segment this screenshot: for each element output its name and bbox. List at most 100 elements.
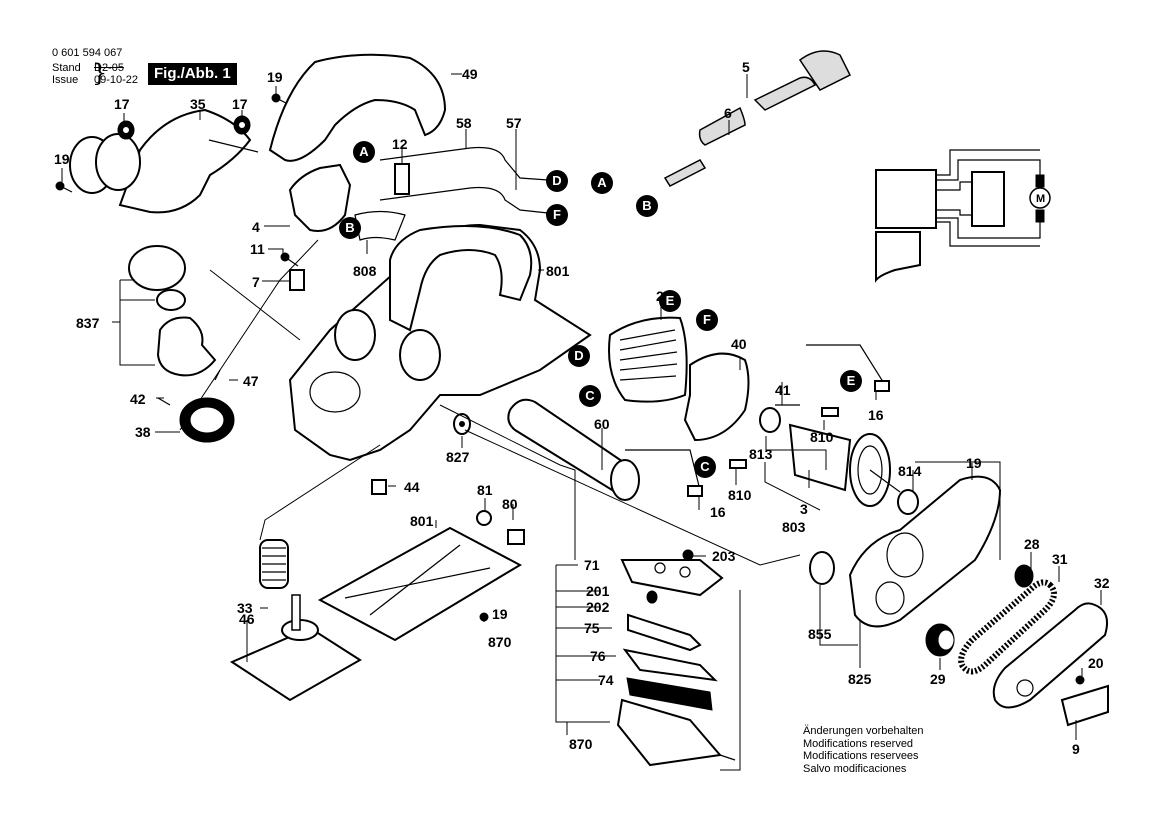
connector-d: D bbox=[546, 170, 568, 192]
brush-holder-16b bbox=[687, 485, 703, 497]
ring-17b bbox=[233, 115, 251, 135]
callout-80: 80 bbox=[502, 496, 518, 512]
callout-20: 20 bbox=[1088, 655, 1104, 671]
cable-58 bbox=[379, 146, 549, 181]
blade-assembly bbox=[616, 549, 736, 767]
callout-12: 12 bbox=[392, 136, 408, 152]
callout-46: 46 bbox=[239, 611, 255, 627]
callout-71: 71 bbox=[584, 557, 600, 573]
callout-44: 44 bbox=[404, 479, 420, 495]
callout-16: 16 bbox=[710, 504, 726, 520]
cable-57 bbox=[379, 186, 549, 214]
scale-ring-38 bbox=[179, 397, 235, 443]
leader-lines bbox=[61, 73, 1102, 771]
callout-4: 4 bbox=[252, 219, 260, 235]
callout-6: 6 bbox=[724, 105, 732, 121]
screw-20 bbox=[1075, 675, 1085, 685]
callout-60: 60 bbox=[594, 416, 610, 432]
bearing-827 bbox=[453, 413, 471, 435]
callout-40: 40 bbox=[731, 336, 747, 352]
callout-38: 38 bbox=[135, 424, 151, 440]
connector-a: A bbox=[353, 141, 375, 163]
callout-74: 74 bbox=[598, 672, 614, 688]
brush-holder-e bbox=[806, 344, 886, 386]
brush-holder-16a bbox=[874, 380, 890, 392]
foot-part-46 bbox=[229, 626, 362, 702]
modifications-note: Änderungen vorbehalten Modifications res… bbox=[803, 725, 923, 775]
brace-icon: } bbox=[92, 59, 108, 87]
callout-57: 57 bbox=[506, 115, 522, 131]
carbon-brush-810b bbox=[729, 459, 747, 469]
bearing-814 bbox=[897, 489, 919, 515]
callout-201: 201 bbox=[586, 583, 610, 599]
figure-badge: Fig./Abb. 1 bbox=[148, 63, 237, 85]
callout-801: 801 bbox=[410, 513, 434, 529]
screw-19a bbox=[55, 181, 73, 193]
connector-d: D bbox=[568, 345, 590, 367]
stand-label: Stand bbox=[52, 62, 81, 74]
carbon-brush-810a bbox=[821, 407, 839, 417]
document-number: 0 601 594 067 bbox=[52, 47, 123, 59]
callout-801: 801 bbox=[546, 263, 570, 279]
note-line: Modifications reservees bbox=[803, 750, 919, 762]
label-plate-9 bbox=[1060, 684, 1109, 727]
connector-b: B bbox=[339, 217, 361, 239]
callout-35: 35 bbox=[190, 96, 206, 112]
switch-part-12 bbox=[394, 163, 410, 195]
belt-cover-32 bbox=[992, 602, 1108, 709]
callout-855: 855 bbox=[808, 626, 832, 642]
callout-17: 17 bbox=[114, 96, 130, 112]
callout-81: 81 bbox=[477, 482, 493, 498]
dust-hood-part bbox=[69, 108, 259, 214]
callout-76: 76 bbox=[590, 648, 606, 664]
callout-49: 49 bbox=[462, 66, 478, 82]
motor-label: M bbox=[1036, 193, 1045, 205]
connector-f: F bbox=[696, 309, 718, 331]
callout-3: 3 bbox=[800, 501, 808, 517]
pulley-28 bbox=[1014, 564, 1034, 588]
stand-value: D2-05 bbox=[94, 62, 124, 74]
issue-label: Issue bbox=[52, 74, 79, 86]
callout-814: 814 bbox=[898, 463, 922, 479]
callout-41: 41 bbox=[775, 382, 791, 398]
callout-47: 47 bbox=[243, 373, 259, 389]
callout-11: 11 bbox=[250, 241, 265, 257]
callout-803: 803 bbox=[782, 519, 806, 535]
connector-e: E bbox=[840, 370, 862, 392]
nut-44 bbox=[371, 479, 387, 495]
callout-870: 870 bbox=[569, 736, 593, 752]
callout-19: 19 bbox=[492, 606, 508, 622]
spring-clip-81 bbox=[476, 510, 492, 526]
label-808-part bbox=[354, 210, 406, 241]
callout-58: 58 bbox=[456, 115, 472, 131]
connector-f: F bbox=[546, 204, 568, 226]
callout-203: 203 bbox=[712, 548, 736, 564]
base-plate-part bbox=[317, 526, 523, 642]
fan-baffle-part bbox=[683, 352, 750, 442]
ring-17a bbox=[117, 120, 135, 140]
callout-813: 813 bbox=[749, 446, 773, 462]
callout-7: 7 bbox=[252, 274, 260, 290]
spring-33 bbox=[259, 539, 289, 589]
callout-42: 42 bbox=[130, 391, 146, 407]
main-housing-part bbox=[288, 223, 592, 462]
connector-c: C bbox=[694, 456, 716, 478]
callout-19: 19 bbox=[966, 455, 982, 471]
callout-19: 19 bbox=[267, 69, 283, 85]
callout-17: 17 bbox=[232, 96, 248, 112]
note-line: Änderungen vorbehalten bbox=[803, 725, 924, 737]
note-line: Modifications reserved bbox=[803, 737, 914, 750]
pin-42 bbox=[157, 397, 171, 406]
callout-28: 28 bbox=[1024, 536, 1040, 552]
issue-row: Issue 09-10-22 bbox=[52, 74, 138, 86]
connector-c: C bbox=[579, 385, 601, 407]
callout-33: 33 bbox=[237, 600, 253, 616]
field-coil-part bbox=[608, 316, 688, 403]
shoe-80 bbox=[507, 529, 525, 545]
callout-870: 870 bbox=[488, 634, 512, 650]
callout-16: 16 bbox=[868, 407, 884, 423]
connector-e: E bbox=[659, 290, 681, 312]
callout-19: 19 bbox=[54, 151, 70, 167]
armature-part bbox=[759, 407, 901, 507]
